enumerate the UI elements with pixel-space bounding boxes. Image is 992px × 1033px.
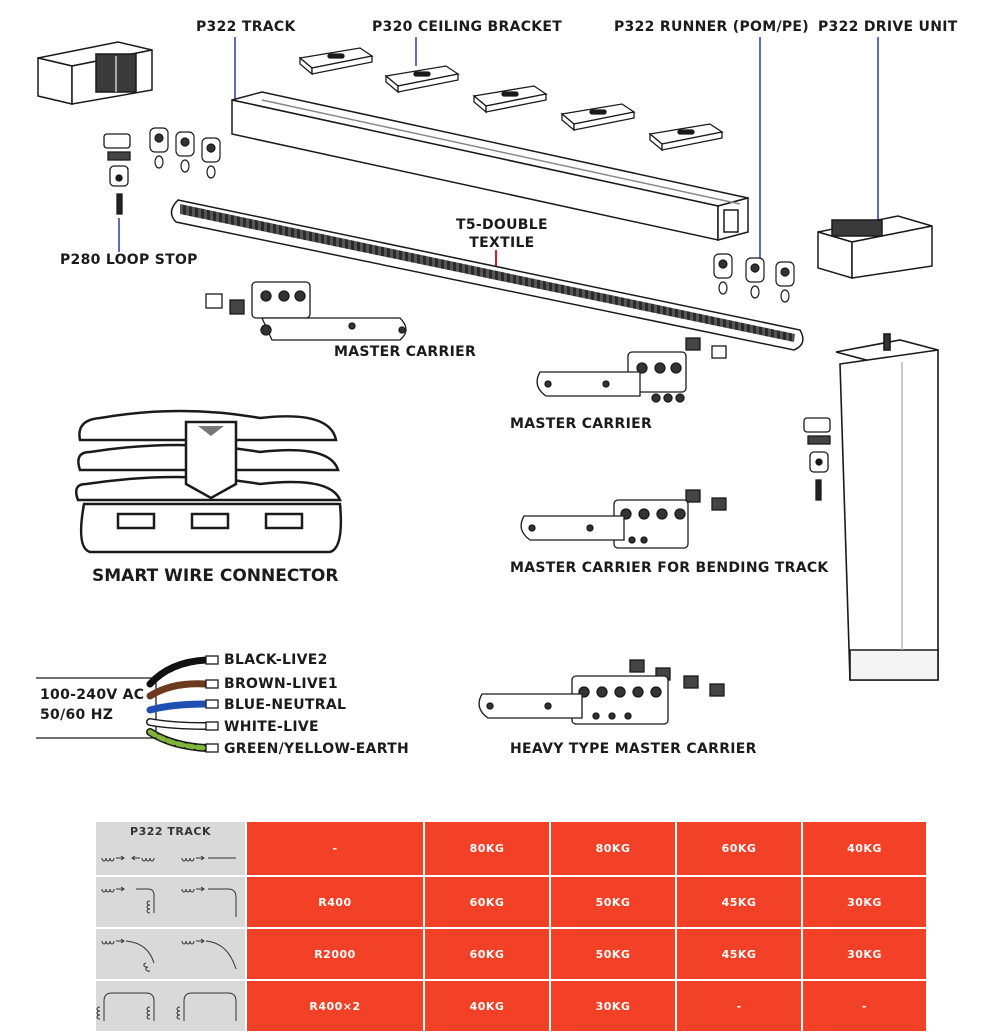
table-cell-radius: R400 — [245, 875, 425, 929]
master-carrier-bending-part — [520, 489, 727, 549]
straight-track-icon — [101, 855, 236, 862]
loop-stop-right-parts — [803, 417, 831, 501]
table-cell: 30KG — [801, 875, 928, 929]
wire-label-black: BLACK-LIVE2 — [224, 652, 328, 668]
heavy-master-carrier-part — [478, 659, 725, 725]
table-cell: 30KG — [549, 979, 677, 1033]
wire-label-white: WHITE-LIVE — [224, 719, 319, 735]
table-cell: 80KG — [549, 820, 677, 877]
table-cell: - — [801, 979, 928, 1033]
power-frequency-label: 50/60 HZ — [40, 707, 114, 723]
table-cell: 60KG — [675, 820, 803, 877]
table-row: R400×2 40KG 30KG - - — [94, 979, 928, 1033]
r2000-curve-track-icon — [94, 927, 247, 981]
runners-left — [149, 127, 221, 179]
table-title-cell: P322 TRACK — [94, 820, 247, 877]
drive-unit-head — [817, 215, 933, 280]
product-exploded-diagram — [36, 37, 939, 753]
label-ceiling-bracket: P320 CEILING BRACKET — [372, 19, 563, 35]
table-cell: 45KG — [675, 875, 803, 929]
load-capacity-table: P322 TRACK - 80KG 80KG 60KG 40KG — [94, 820, 928, 1033]
runners-right — [713, 253, 795, 303]
table-title: P322 TRACK — [130, 825, 211, 838]
r400-bend-track-icon — [94, 875, 247, 929]
table-cell: 50KG — [549, 875, 677, 929]
end-cap-unit — [37, 41, 153, 105]
wire-label-brown: BROWN-LIVE1 — [224, 676, 338, 692]
label-heavy-master-carrier: HEAVY TYPE MASTER CARRIER — [510, 741, 757, 757]
ceiling-brackets — [298, 47, 724, 152]
table-cell-radius: - — [245, 820, 425, 877]
master-carrier-2-part — [536, 337, 727, 403]
table-row: R2000 60KG 50KG 45KG 30KG — [94, 927, 928, 981]
table-cell-radius: R2000 — [245, 927, 425, 981]
power-voltage-label: 100-240V AC — [40, 687, 145, 703]
label-drive-unit: P322 DRIVE UNIT — [818, 19, 958, 35]
label-master-carrier-1: MASTER CARRIER — [334, 344, 477, 360]
table-cell: 80KG — [423, 820, 551, 877]
table-row: R400 60KG 50KG 45KG 30KG — [94, 875, 928, 929]
table-cell: - — [675, 979, 803, 1033]
label-master-carrier-2: MASTER CARRIER — [510, 416, 653, 432]
label-runner: P322 RUNNER (POM/PE) — [614, 19, 809, 35]
label-belt: T5-DOUBLE TEXTILE — [456, 217, 548, 251]
table-cell: 40KG — [423, 979, 551, 1033]
wire-label-blue: BLUE-NEUTRAL — [224, 697, 347, 713]
table-cell-radius: R400×2 — [245, 979, 425, 1033]
table-cell: 30KG — [801, 927, 928, 981]
wire-terminals — [205, 655, 219, 753]
table-cell: 60KG — [423, 927, 551, 981]
label-loop-stop: P280 LOOP STOP — [60, 252, 198, 268]
table-row: P322 TRACK - 80KG 80KG 60KG 40KG — [94, 820, 928, 877]
table-cell: 45KG — [675, 927, 803, 981]
belt — [170, 199, 804, 351]
master-carrier-1-part — [205, 281, 407, 341]
smart-wire-connector-drawing — [75, 409, 343, 554]
label-smart-wire-connector: SMART WIRE CONNECTOR — [92, 566, 339, 586]
power-wires — [146, 656, 210, 752]
leader-lines — [118, 37, 879, 262]
table-cell: 40KG — [801, 820, 928, 877]
loop-stop-parts — [103, 133, 131, 215]
table-cell: 50KG — [549, 927, 677, 981]
motor-body — [835, 333, 939, 681]
table-cell: 60KG — [423, 875, 551, 929]
label-p322-track: P322 TRACK — [196, 19, 296, 35]
double-bend-track-icon — [94, 979, 247, 1033]
wire-label-green-yellow: GREEN/YELLOW-EARTH — [224, 741, 410, 757]
track-profile — [231, 91, 749, 241]
label-master-carrier-bending: MASTER CARRIER FOR BENDING TRACK — [510, 560, 829, 576]
